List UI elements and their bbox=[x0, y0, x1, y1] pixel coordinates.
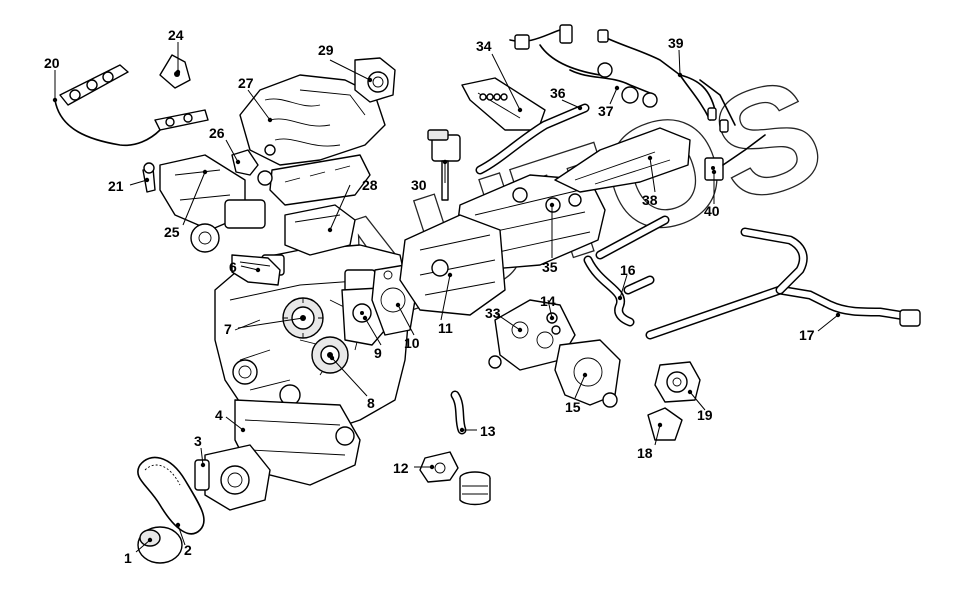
callout-26: 26 bbox=[209, 125, 225, 141]
exhaust-elbow-15 bbox=[554, 339, 621, 408]
mounting-bracket-24 bbox=[159, 54, 191, 89]
callout-7: 7 bbox=[224, 321, 232, 337]
oil-pan bbox=[234, 399, 361, 486]
fuel-rail-20 bbox=[54, 64, 209, 147]
callout-34: 34 bbox=[476, 38, 492, 54]
callout-19: 19 bbox=[697, 407, 713, 423]
callout-16: 16 bbox=[620, 262, 636, 278]
throttle-body-29 bbox=[354, 57, 396, 103]
alternator-3 bbox=[194, 444, 271, 511]
callout-36: 36 bbox=[550, 85, 566, 101]
wire-harness-39 bbox=[597, 29, 736, 133]
callout-14: 14 bbox=[540, 293, 556, 309]
callout-10: 10 bbox=[404, 335, 420, 351]
callout-29: 29 bbox=[318, 42, 334, 58]
callout-28: 28 bbox=[362, 177, 378, 193]
small-hose-13 bbox=[450, 390, 467, 435]
oil-filter bbox=[459, 471, 491, 506]
callout-12: 12 bbox=[393, 460, 409, 476]
coolant-hoses-37 bbox=[509, 24, 658, 108]
callout-15: 15 bbox=[565, 399, 581, 415]
callout-17: 17 bbox=[799, 327, 815, 343]
callout-33: 33 bbox=[485, 305, 501, 321]
callout-13: 13 bbox=[480, 423, 496, 439]
sensor-26 bbox=[231, 149, 273, 186]
callout-4: 4 bbox=[215, 407, 223, 423]
callout-25: 25 bbox=[164, 224, 180, 240]
callout-39: 39 bbox=[668, 35, 684, 51]
heat-shield-34 bbox=[461, 77, 546, 131]
callout-3: 3 bbox=[194, 433, 202, 449]
drive-belt-2 bbox=[137, 456, 205, 535]
manifold-gasket bbox=[269, 154, 371, 206]
callout-38: 38 bbox=[642, 192, 658, 208]
coolant-hose-16 bbox=[583, 215, 670, 327]
heat-shield-38 bbox=[554, 127, 691, 193]
intake-manifold bbox=[239, 74, 386, 166]
callout-37: 37 bbox=[598, 103, 614, 119]
callout-24: 24 bbox=[168, 27, 184, 43]
callout-21: 21 bbox=[108, 178, 124, 194]
tensioner-pulley-1 bbox=[137, 526, 183, 564]
callout-18: 18 bbox=[637, 445, 653, 461]
callout-30: 30 bbox=[411, 177, 427, 193]
leader-lines bbox=[52, 42, 841, 553]
callout-35: 35 bbox=[542, 259, 558, 275]
callout-27: 27 bbox=[238, 75, 254, 91]
callout-1: 1 bbox=[124, 550, 132, 566]
callout-2: 2 bbox=[184, 542, 192, 558]
sensor-12 bbox=[419, 451, 459, 483]
coolant-pipe-36 bbox=[475, 103, 590, 175]
temperature-sender-21 bbox=[142, 162, 156, 193]
callout-20: 20 bbox=[44, 55, 60, 71]
lower-intake-section bbox=[284, 204, 356, 256]
callout-8: 8 bbox=[367, 395, 375, 411]
callout-11: 11 bbox=[438, 320, 453, 336]
timing-sprocket-lower bbox=[311, 336, 349, 374]
egr-bracket-18 bbox=[647, 407, 683, 441]
accessory-bracket bbox=[159, 154, 266, 253]
coolant-pipe-17 bbox=[645, 227, 921, 340]
callout-9: 9 bbox=[374, 345, 382, 361]
oxygen-sensor-40 bbox=[704, 134, 766, 181]
camshaft-housing bbox=[399, 214, 506, 316]
callout-6: 6 bbox=[229, 259, 237, 275]
callout-40: 40 bbox=[704, 203, 720, 219]
callout-labels: 1 2 3 4 6 7 8 9 10 11 12 13 14 15 16 17 … bbox=[44, 27, 815, 566]
